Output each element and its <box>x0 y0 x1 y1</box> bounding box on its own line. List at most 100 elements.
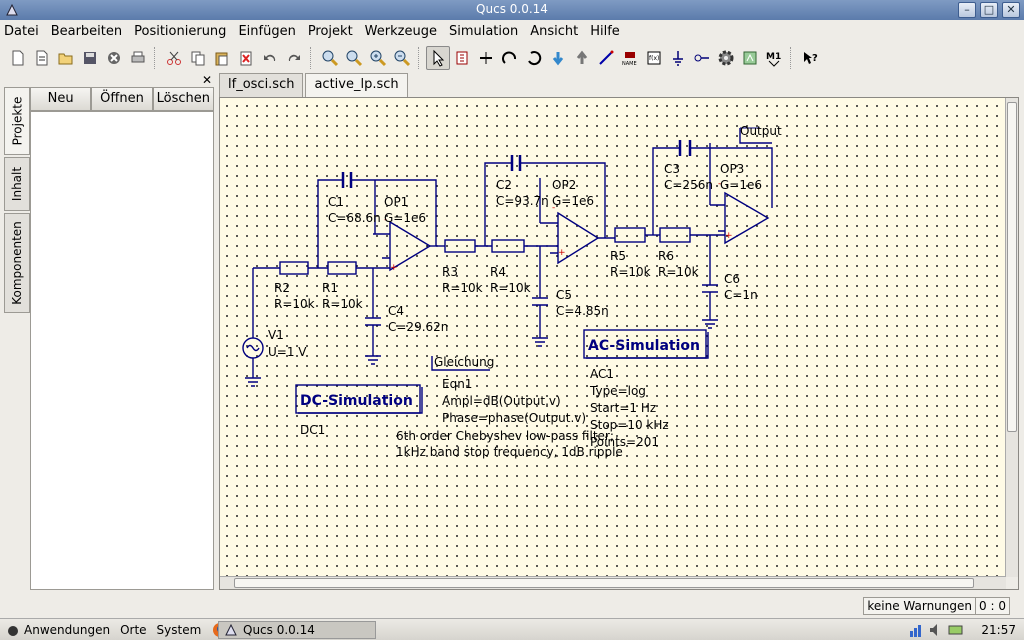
new-file-icon[interactable] <box>6 46 30 70</box>
svg-text:-: - <box>718 179 721 189</box>
op1-gain: G=1e6 <box>384 211 426 225</box>
menu-einfuegen[interactable]: Einfügen <box>238 23 296 39</box>
r6-label: R6 <box>658 249 674 263</box>
dc-simulation-title[interactable]: DC-Simulation <box>300 393 413 409</box>
move-down-icon[interactable] <box>546 46 570 70</box>
c2-value: C=93.7n <box>496 194 549 208</box>
move-up-icon[interactable] <box>570 46 594 70</box>
applications-label: Anwendungen <box>24 622 111 637</box>
menubar: Datei Bearbeiten Positionierung Einfügen… <box>0 20 1024 42</box>
vtab-projekte[interactable]: Projekte <box>4 87 30 155</box>
eqn-ampl: Ampl=dB(Output.v) <box>442 394 561 408</box>
menu-positionierung[interactable]: Positionierung <box>134 23 227 39</box>
ac-start: Start=1 Hz <box>590 401 656 415</box>
schematic-canvas[interactable]: -+-+-+ Output C1 C=68.6n OP1 G=1e6 C2 C=… <box>220 98 1006 577</box>
gleichung-label: Gleichung <box>434 355 494 369</box>
new-text-icon[interactable] <box>30 46 54 70</box>
menu-projekt[interactable]: Projekt <box>307 23 353 39</box>
project-list[interactable] <box>30 111 214 590</box>
simulate-gear-icon[interactable] <box>714 46 738 70</box>
places-menu[interactable]: Orte <box>120 622 147 637</box>
warnings-status[interactable]: keine Warnungen <box>863 597 976 615</box>
r3-value: R=10k <box>442 281 483 295</box>
close-file-icon[interactable] <box>102 46 126 70</box>
volume-icon[interactable] <box>928 622 944 638</box>
zoom-out-icon[interactable] <box>390 46 414 70</box>
network-icon[interactable] <box>908 622 924 638</box>
vertical-scrollbar[interactable] <box>1005 98 1018 577</box>
zoom-fit-icon[interactable] <box>318 46 342 70</box>
mirror-y-icon[interactable] <box>498 46 522 70</box>
statusbar: keine Warnungen 0 : 0 <box>0 596 1024 618</box>
delete-project-button[interactable]: Löschen <box>152 87 214 111</box>
applications-menu[interactable]: Anwendungen <box>6 623 110 637</box>
new-project-button[interactable]: Neu <box>30 87 92 111</box>
ground-icon[interactable] <box>666 46 690 70</box>
c1-label: C1 <box>328 195 344 209</box>
schematic-view: -+-+-+ Output C1 C=68.6n OP1 G=1e6 C2 C=… <box>219 97 1019 590</box>
port-icon[interactable] <box>690 46 714 70</box>
cut-icon[interactable] <box>162 46 186 70</box>
zoom-selection-icon[interactable] <box>342 46 366 70</box>
label-name-icon[interactable]: NAME <box>618 46 642 70</box>
undo-icon[interactable] <box>258 46 282 70</box>
marker-m1-icon[interactable]: M1 <box>762 46 786 70</box>
menu-datei[interactable]: Datei <box>4 23 39 39</box>
r1-value: R=10k <box>322 297 363 311</box>
paste-icon[interactable] <box>210 46 234 70</box>
ac-points: Points=201 <box>590 435 659 449</box>
ac-simulation-title[interactable]: AC-Simulation <box>588 338 700 354</box>
delete-icon[interactable] <box>234 46 258 70</box>
menu-ansicht[interactable]: Ansicht <box>530 23 579 39</box>
select-arrow-icon[interactable] <box>426 46 450 70</box>
vtab-inhalt[interactable]: Inhalt <box>4 157 30 211</box>
cursor-position: 0 : 0 <box>975 597 1010 615</box>
tab-lf-osci[interactable]: lf_osci.sch <box>219 73 304 97</box>
wire-icon[interactable] <box>594 46 618 70</box>
close-button[interactable]: ✕ <box>1002 2 1020 18</box>
menu-werkzeuge[interactable]: Werkzeuge <box>364 23 437 39</box>
menu-hilfe[interactable]: Hilfe <box>590 23 620 39</box>
window-titlebar: Qucs 0.0.14 – □ ✕ <box>0 0 1024 20</box>
dock-close-icon[interactable]: ✕ <box>201 73 212 87</box>
whats-this-icon[interactable]: ? <box>798 46 822 70</box>
tab-active-lp[interactable]: active_lp.sch <box>305 73 408 97</box>
r2-value: R=10k <box>274 297 315 311</box>
copy-icon[interactable] <box>186 46 210 70</box>
open-project-button[interactable]: Öffnen <box>91 87 153 111</box>
battery-icon[interactable] <box>948 622 964 638</box>
r2-label: R2 <box>274 281 290 295</box>
zoom-in-icon[interactable] <box>366 46 390 70</box>
maximize-button[interactable]: □ <box>980 2 998 18</box>
redo-icon[interactable] <box>282 46 306 70</box>
insert-equation-icon[interactable]: f(x) <box>642 46 666 70</box>
clock[interactable]: 21:57 <box>981 623 1016 637</box>
svg-text:?: ? <box>812 53 818 64</box>
view-data-display-icon[interactable] <box>738 46 762 70</box>
r4-label: R4 <box>490 265 506 279</box>
svg-text:-: - <box>552 203 555 213</box>
system-menu[interactable]: System <box>156 622 202 637</box>
minimize-button[interactable]: – <box>958 2 976 18</box>
c2-label: C2 <box>496 178 512 192</box>
print-icon[interactable] <box>126 46 150 70</box>
mirror-icon[interactable] <box>450 46 474 70</box>
save-icon[interactable] <box>78 46 102 70</box>
rotate-left-icon[interactable] <box>522 46 546 70</box>
eqn1-label: Eqn1 <box>442 377 472 391</box>
vtab-komponenten[interactable]: Komponenten <box>4 213 30 313</box>
output-label: Output <box>740 124 782 138</box>
horizontal-scrollbar[interactable] <box>220 576 1006 589</box>
taskbar-qucs-window[interactable]: Qucs 0.0.14 <box>218 621 376 639</box>
gnome-foot-icon <box>8 625 18 636</box>
svg-text:-: - <box>384 215 387 225</box>
open-icon[interactable] <box>54 46 78 70</box>
r6-value: R=10k <box>658 265 699 279</box>
document-tabs: lf_osci.sch active_lp.sch <box>219 73 410 97</box>
taskbar: Anwendungen Orte System Qucs 0.0.14 21:5… <box>0 618 1024 640</box>
menu-simulation[interactable]: Simulation <box>448 23 519 39</box>
qucs-app-icon[interactable] <box>4 2 20 18</box>
rotate-component-icon[interactable] <box>474 46 498 70</box>
menu-bearbeiten[interactable]: Bearbeiten <box>50 23 123 39</box>
op2-gain: G=1e6 <box>552 194 594 208</box>
